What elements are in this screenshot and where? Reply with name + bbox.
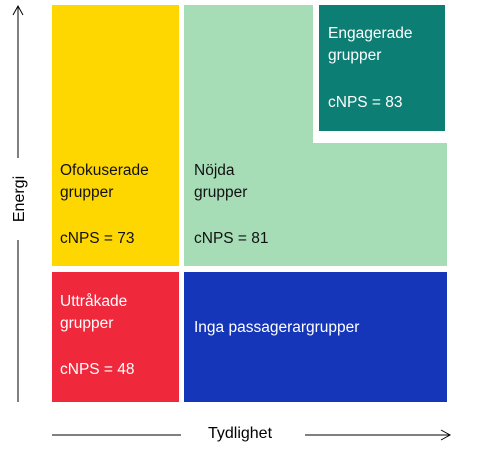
quadrant-engaged-label: Engagerade grupper bbox=[328, 25, 413, 64]
x-axis bbox=[52, 429, 452, 441]
y-axis-arrowhead bbox=[12, 4, 24, 16]
quadrant-bored-nps: cNPS = 48 bbox=[60, 361, 135, 378]
x-axis-arrowhead bbox=[440, 429, 452, 441]
y-axis bbox=[12, 4, 24, 402]
quadrant-satisfied-label: Nöjda grupper bbox=[194, 162, 248, 201]
quadrant-satisfied: Nöjda grupper cNPS = 81 bbox=[184, 143, 447, 266]
quadrant-unfocused-label: Ofokuserade grupper bbox=[60, 162, 149, 201]
quadrant-engaged: Engagerade grupper cNPS = 83 bbox=[319, 5, 445, 131]
quadrant-bored: Uttråkade grupper cNPS = 48 bbox=[52, 272, 179, 402]
quadrant-unfocused-nps: cNPS = 73 bbox=[60, 230, 135, 247]
quadrant-unfocused: Ofokuserade grupper cNPS = 73 bbox=[52, 5, 179, 266]
quadrant-bored-label: Uttråkade grupper bbox=[60, 293, 128, 332]
quadrant-satisfied-upper bbox=[184, 5, 313, 145]
quadrant-engaged-nps: cNPS = 83 bbox=[328, 94, 403, 111]
quadrant-satisfied-nps: cNPS = 81 bbox=[194, 230, 269, 247]
quadrant-no-passengers-label: Inga passagerargrupper bbox=[194, 319, 360, 336]
quadrant-no-passengers: Inga passagerargrupper bbox=[184, 272, 447, 402]
x-axis-title: Tydlighet bbox=[207, 425, 273, 442]
y-axis-title: Energi bbox=[11, 175, 28, 223]
